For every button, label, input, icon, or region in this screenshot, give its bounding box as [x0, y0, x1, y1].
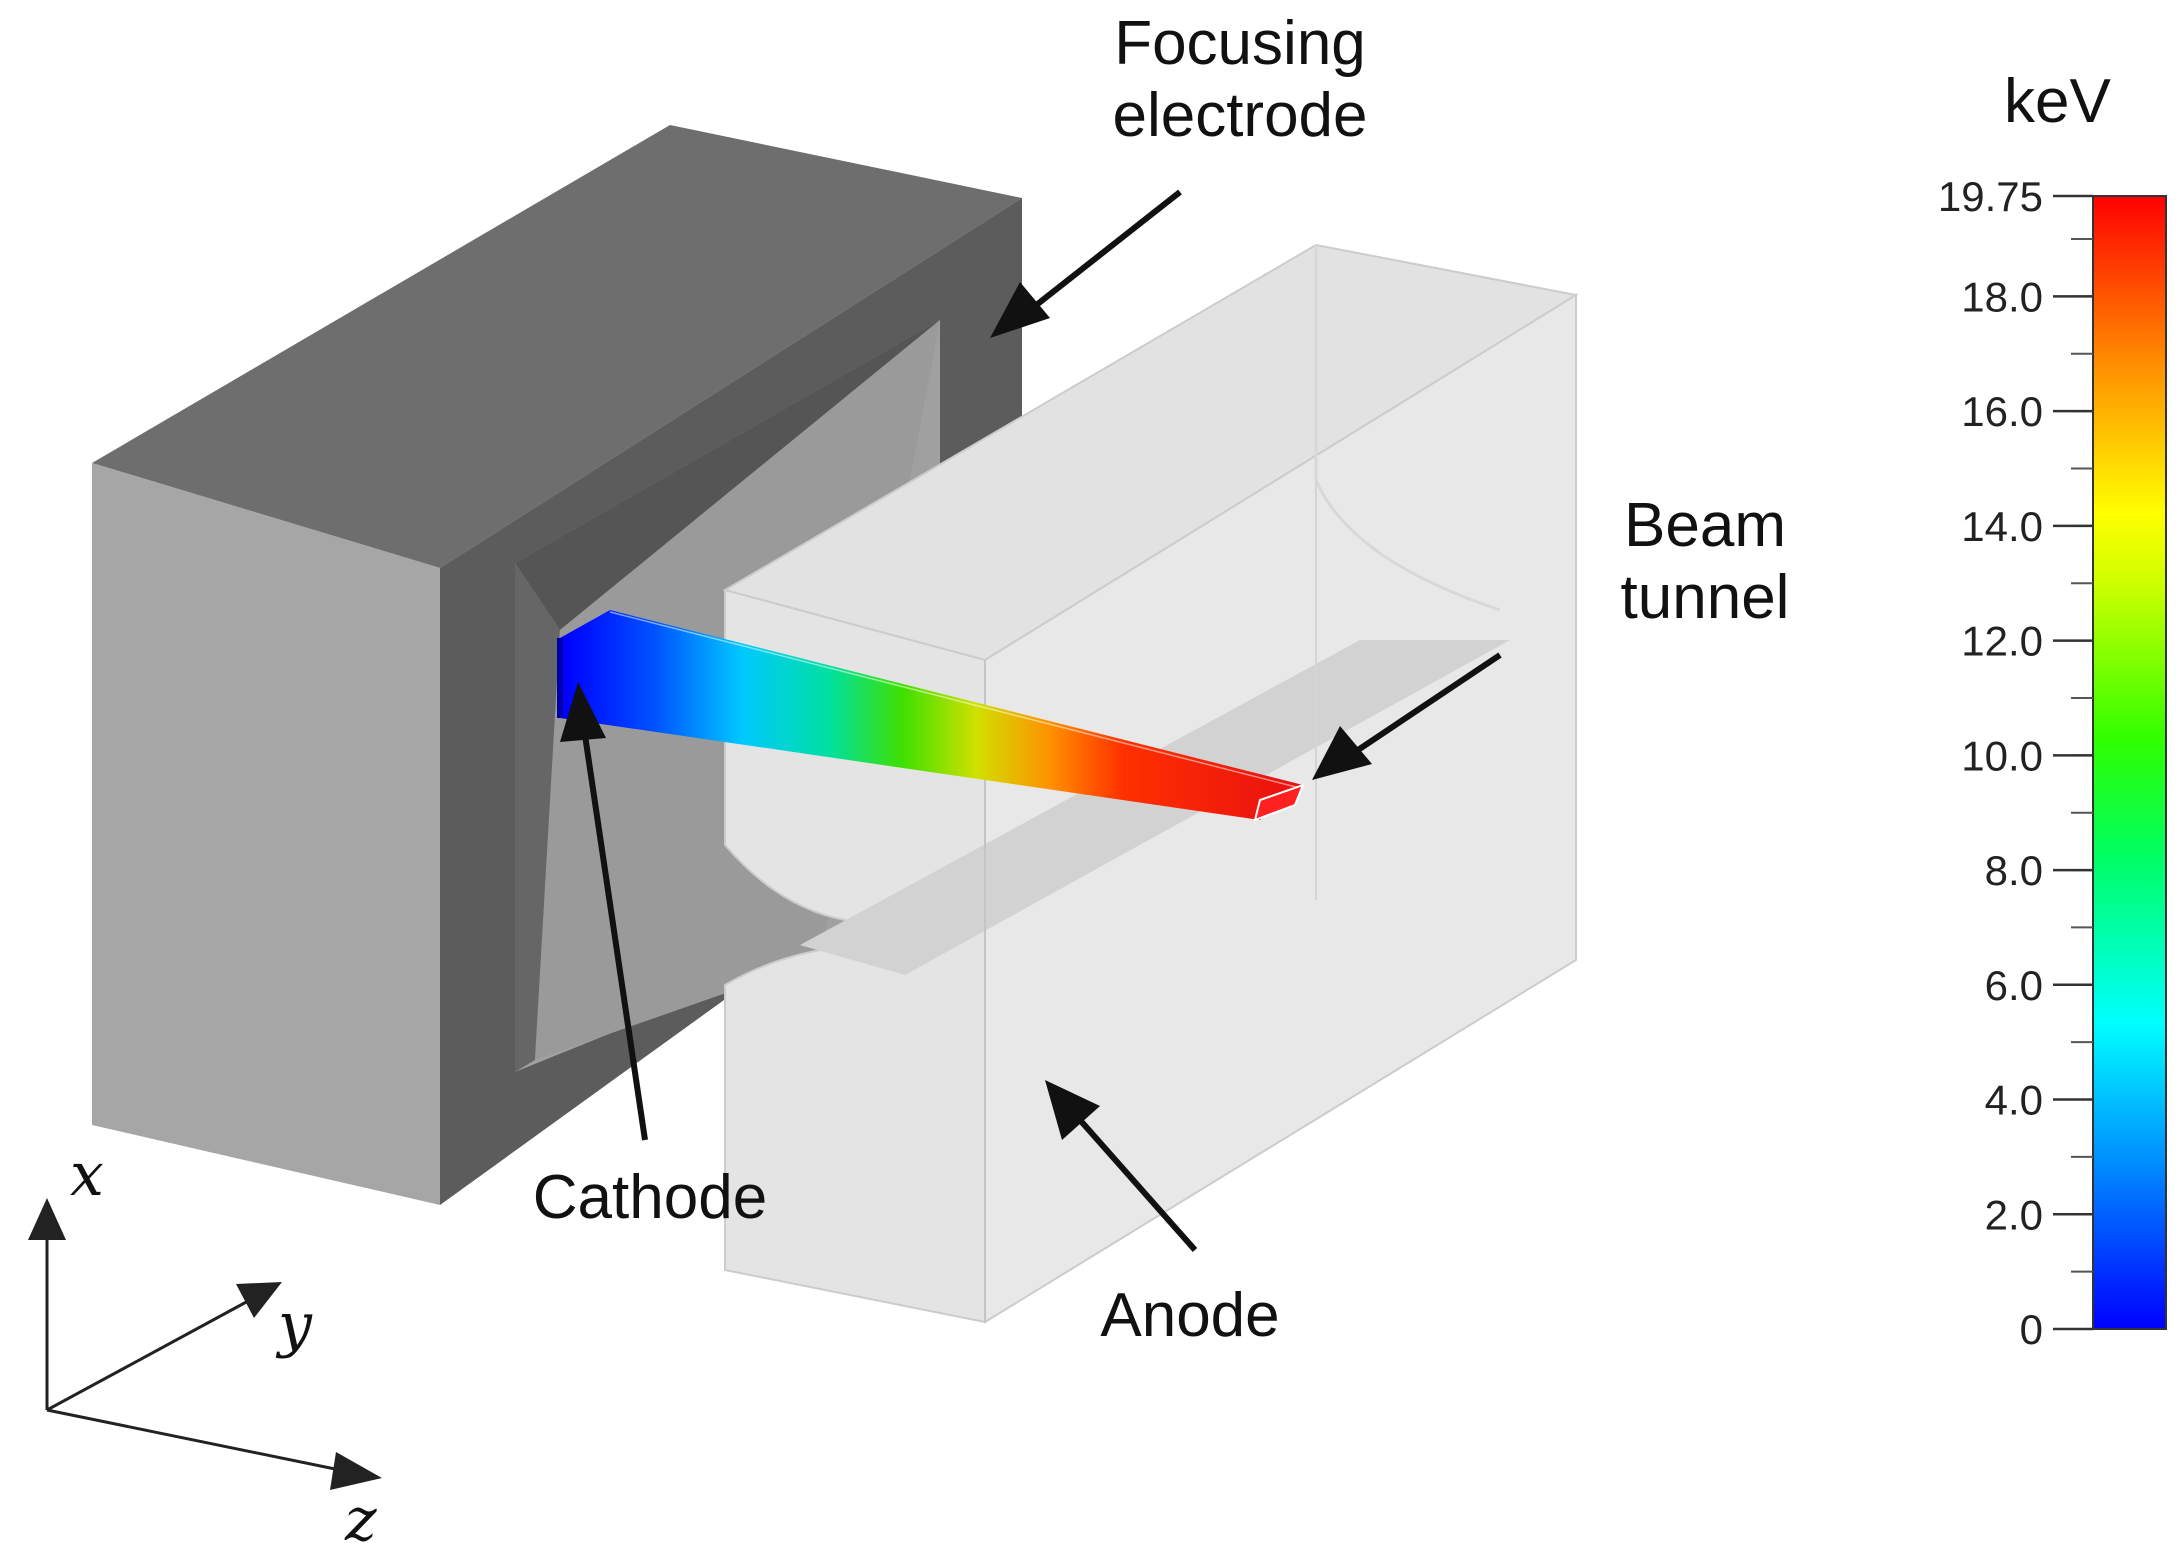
colorbar-tick-label: 16.0 [1961, 388, 2043, 435]
electrode-recess-upper [515, 320, 940, 630]
colorbar-tick-label: 0 [2020, 1306, 2043, 1353]
cathode-label: Cathode [532, 1163, 768, 1232]
beam-tunnel-label: Beam tunnel [1580, 490, 1830, 634]
x-axis-label: x [70, 1140, 104, 1210]
colorbar-tick-label: 8.0 [1985, 847, 2043, 894]
colorbar-tick-label: 19.75 [1938, 173, 2043, 220]
y-axis-arrowhead [236, 1282, 282, 1318]
arrow-head-focusing-electrode [990, 282, 1050, 338]
y-axis-line [46, 1298, 251, 1412]
colorbar-ticks: 0 2.0 4.0 6.0 8.0 10.0 12.0 14.0 16.0 18.0 19.75 [1938, 173, 2093, 1353]
colorbar-tick-label: 4.0 [1985, 1077, 2043, 1124]
focusing-electrode-label-line1: Focusing [1114, 9, 1366, 78]
colorbar-tick-label: 10.0 [1961, 732, 2043, 779]
beam-body [560, 610, 1303, 820]
colorbar-tick-label: 12.0 [1961, 618, 2043, 665]
colorbar-tick-label: 18.0 [1961, 273, 2043, 320]
arrow-anode [1077, 1118, 1198, 1252]
electrode-recess-left [515, 563, 560, 1072]
colorbar-tick-label: 6.0 [1985, 962, 2043, 1009]
coordinate-axes [28, 1198, 382, 1490]
y-axis-label: y [275, 1290, 313, 1360]
beam-tunnel-label-line1: Beam [1624, 491, 1786, 560]
z-axis-line [46, 1408, 341, 1472]
anode-inner-edge [1314, 245, 1501, 612]
label-arrows [560, 189, 1502, 1252]
electrode-top-face [92, 125, 1022, 568]
electrode-front-face [92, 463, 440, 1205]
beam-tunnel-label-line2: tunnel [1620, 563, 1790, 632]
colorbar-unit: keV [2004, 67, 2111, 136]
colorbar-tick-label: 2.0 [1985, 1191, 2043, 1238]
z-axis-label: z [344, 1485, 377, 1555]
arrow-head-anode [1045, 1080, 1100, 1140]
colorbar-gradient [2092, 195, 2167, 1330]
beam-tip [1253, 783, 1305, 822]
x-axis-arrowhead [28, 1198, 66, 1240]
electron-beam [557, 610, 1305, 822]
z-axis-arrowhead [330, 1452, 382, 1490]
arrow-focusing-electrode [1028, 189, 1182, 313]
beam-edge-bright [609, 611, 1301, 789]
focusing-electrode-label-line2: electrode [1112, 81, 1368, 150]
arrow-cathode [582, 734, 648, 1141]
beam-tunnel-floor [800, 640, 1510, 975]
colorbar: keV 0 2.0 4.0 6.0 8.0 10.0 12.0 14.0 16.0 18.0 19.… [1938, 67, 2167, 1353]
anode-label: Anode [1100, 1281, 1280, 1350]
arrow-head-cathode [560, 682, 606, 742]
colorbar-tick-label: 14.0 [1961, 503, 2043, 550]
focusing-electrode-label: Focusing electrode [1080, 8, 1400, 152]
arrow-beam-tunnel [1353, 652, 1502, 755]
arrow-head-beam-tunnel [1312, 726, 1372, 780]
